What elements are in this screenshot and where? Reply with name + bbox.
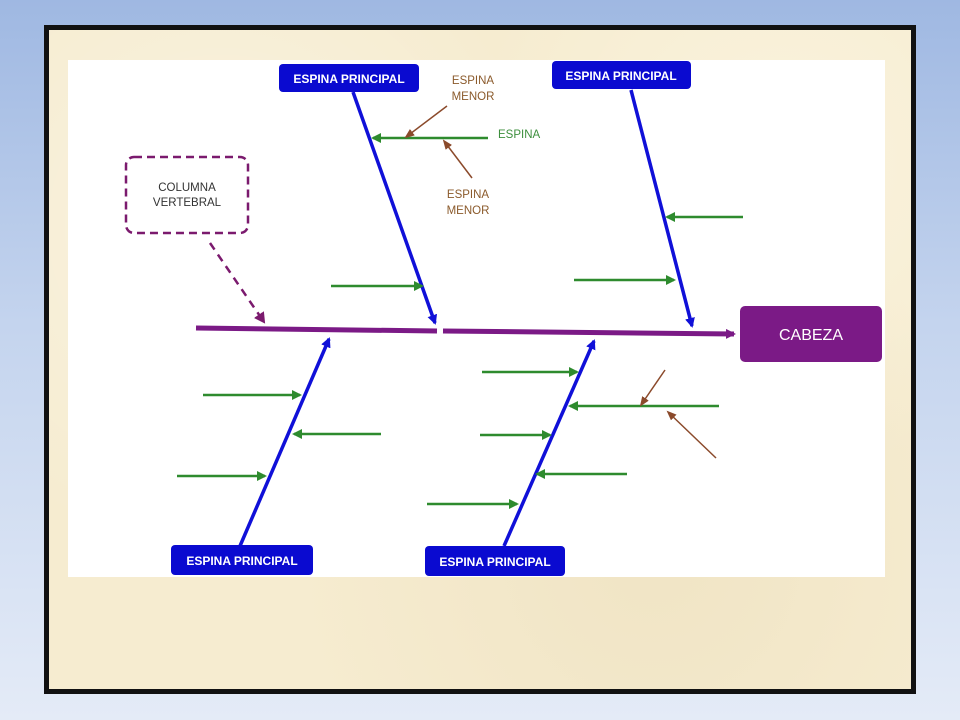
minor-label-bottom-line1: ESPINA [447, 189, 490, 201]
main-bone-label-box-1 [279, 64, 419, 92]
spine-line-left [195, 325, 438, 334]
spine-label-line1: COLUMNA [158, 182, 216, 194]
spine-line-right [442, 328, 736, 339]
main-bone-label-3: ESPINA PRINCIPAL [186, 554, 297, 568]
main-bone-label-4: ESPINA PRINCIPAL [439, 555, 550, 569]
spine-label-pointer [208, 242, 266, 324]
head-box [740, 306, 882, 362]
spine-label-line2: VERTEBRAL [153, 197, 222, 209]
minor-arrow-bottom [442, 139, 473, 179]
minor-arrow-top [404, 105, 448, 139]
main-bone-label-box-4 [425, 546, 565, 576]
main-bone-1 [351, 91, 438, 325]
main-bone-label-2: ESPINA PRINCIPAL [565, 69, 676, 83]
spine-label-box [124, 155, 250, 235]
minor-arrow-right-2 [666, 410, 717, 459]
minor-label-bottom-line2: MENOR [447, 205, 490, 217]
main-bone-label-box-3 [171, 545, 313, 575]
minor-label-top-line1: ESPINA [452, 75, 495, 87]
main-bone-label-1: ESPINA PRINCIPAL [293, 72, 404, 86]
main-bone-2 [629, 89, 695, 328]
minor-arrow-right-1 [639, 369, 666, 407]
head-label: CABEZA [779, 327, 843, 344]
main-bone-4 [502, 339, 596, 547]
main-bone-label-box-2 [552, 61, 691, 89]
bone-label: ESPINA [498, 129, 541, 141]
minor-label-top-line2: MENOR [452, 91, 495, 103]
main-bone-3 [238, 337, 331, 547]
